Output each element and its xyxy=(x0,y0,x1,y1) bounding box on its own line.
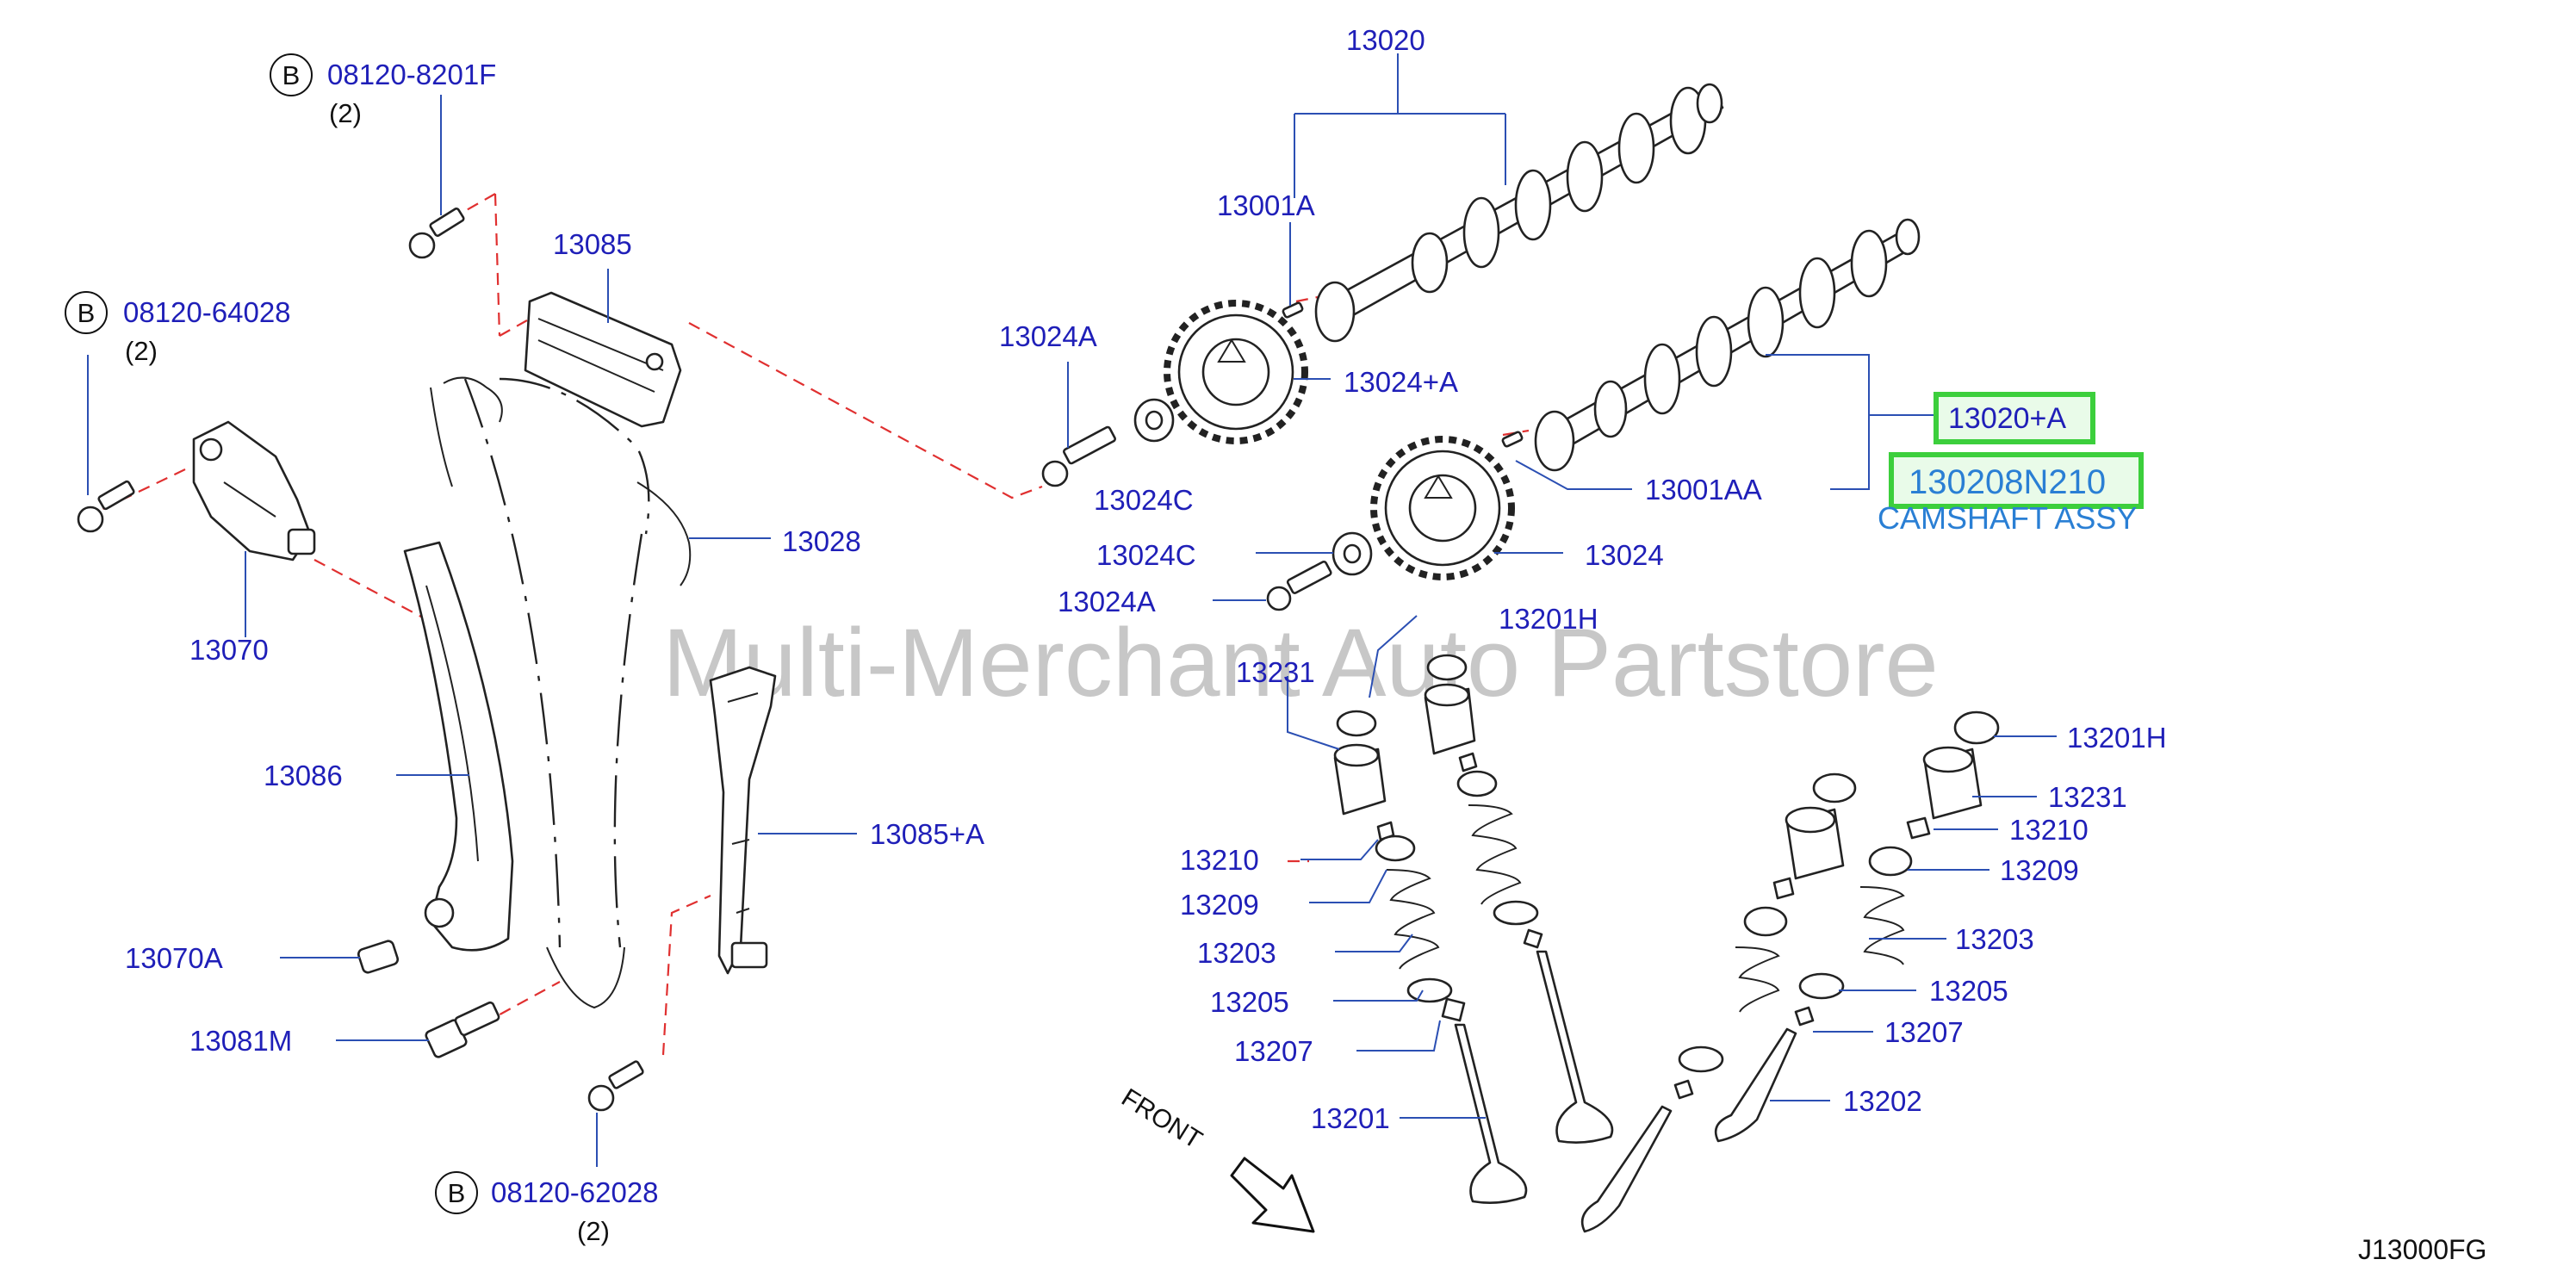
bolt-13024a-lower-part xyxy=(1266,560,1332,611)
callout-13205-left[interactable]: 13205 xyxy=(1210,986,1289,1018)
chain-tensioner-part xyxy=(192,420,316,561)
highlight-boxes xyxy=(1889,392,2144,509)
callout-13001AA[interactable]: 13001AA xyxy=(1645,474,1762,506)
washer-13024c-upper-part xyxy=(1133,398,1175,443)
callout-13070[interactable]: 13070 xyxy=(189,634,269,666)
callout-13028[interactable]: 13028 xyxy=(782,525,861,557)
callout-13207-right[interactable]: 13207 xyxy=(1884,1016,1964,1048)
tension-guide-part xyxy=(709,666,777,975)
callout-13201H-right[interactable]: 13201H xyxy=(2067,722,2167,754)
bolt-b1-quantity: (2) xyxy=(329,98,362,128)
bolt-b2-part-number[interactable]: 08120-64028 xyxy=(123,296,291,328)
callout-13081M[interactable]: 13081M xyxy=(189,1025,292,1057)
callout-13024A-upper[interactable]: 13024A xyxy=(999,320,1097,352)
callout-13020pA[interactable]: 13020+A xyxy=(1948,402,2066,435)
bolt-08120-8201f-part xyxy=(408,207,465,259)
callout-13201[interactable]: 13201 xyxy=(1311,1102,1390,1134)
callout-13020[interactable]: 13020 xyxy=(1346,24,1425,56)
callout-13085pA[interactable]: 13085+A xyxy=(870,818,984,850)
callout-13001A[interactable]: 13001A xyxy=(1217,189,1315,221)
callout-13085[interactable]: 13085 xyxy=(553,228,632,260)
callout-13202[interactable]: 13202 xyxy=(1843,1085,1922,1117)
callout-13024A-lower[interactable]: 13024A xyxy=(1058,586,1156,617)
front-direction-indicator: FRONT xyxy=(1116,1083,1315,1233)
callout-13024C-upper[interactable]: 13024C xyxy=(1094,484,1194,516)
callout-13070A[interactable]: 13070A xyxy=(125,942,223,974)
callout-13209-left[interactable]: 13209 xyxy=(1180,889,1259,921)
callout-13024pA[interactable]: 13024+A xyxy=(1344,366,1458,398)
camshaft-upper-part xyxy=(1314,83,1724,343)
bolt-b1-circle-letter: B xyxy=(282,60,301,90)
slack-guide-part xyxy=(403,541,514,952)
bolt-b3-quantity: (2) xyxy=(577,1216,610,1246)
callout-13086[interactable]: 13086 xyxy=(264,760,343,791)
callout-13203-right[interactable]: 13203 xyxy=(1955,923,2034,955)
highlight-box-130208N210 xyxy=(1889,452,2144,509)
camshaft-assy-caption: CAMSHAFT ASSY xyxy=(1878,500,2137,536)
callout-13209-right[interactable]: 13209 xyxy=(2000,854,2079,886)
plunger-13081m-part xyxy=(425,1001,500,1058)
upper-chain-guide-part xyxy=(524,291,682,428)
washer-13024c-lower-part xyxy=(1331,531,1373,576)
callout-13207-left[interactable]: 13207 xyxy=(1234,1035,1313,1067)
bolt-13024a-upper-part xyxy=(1041,425,1116,487)
watermark-text: Multi-Merchant Auto Partstore xyxy=(662,609,1938,717)
pin-13070a-part xyxy=(357,940,400,974)
valve-stack-right xyxy=(1714,710,2000,1143)
bolt-b2-circle-letter: B xyxy=(78,298,96,328)
callout-13201H-upper[interactable]: 13201H xyxy=(1499,603,1598,635)
callout-13210-right[interactable]: 13210 xyxy=(2009,814,2089,846)
callout-13024[interactable]: 13024 xyxy=(1585,539,1664,571)
camshaft-lower-part xyxy=(1534,218,1921,472)
bolt-b3-part-number[interactable]: 08120-62028 xyxy=(491,1176,659,1208)
valve-stack-center xyxy=(1424,654,1614,1144)
bolt-b2-quantity: (2) xyxy=(125,336,158,366)
callout-13231-left[interactable]: 13231 xyxy=(1236,656,1315,688)
bolt-b1-part-number[interactable]: 08120-8201F xyxy=(327,59,496,90)
front-label: FRONT xyxy=(1116,1083,1207,1155)
valve-stack-far-right xyxy=(1580,772,1857,1233)
sprocket-lower-part xyxy=(1370,436,1515,580)
dowel-pins xyxy=(1282,301,1524,448)
bolt-08120-62028-part xyxy=(587,1060,644,1112)
callout-130208N210[interactable]: 130208N210 xyxy=(1909,463,2106,501)
bolt-08120-64028-part xyxy=(77,480,135,533)
highlight-box-13020pA xyxy=(1934,392,2095,444)
callout-13203-left[interactable]: 13203 xyxy=(1197,937,1276,969)
bolt-callout-circles xyxy=(65,53,478,1214)
callout-13205-right[interactable]: 13205 xyxy=(1929,975,2008,1007)
callout-13210-left[interactable]: 13210 xyxy=(1180,844,1259,876)
callout-13024C-lower[interactable]: 13024C xyxy=(1096,539,1196,571)
bolt-b3-circle-letter: B xyxy=(448,1178,466,1208)
sprocket-upper-part xyxy=(1164,300,1308,444)
front-arrow-icon xyxy=(1230,1157,1315,1233)
valve-stack-left xyxy=(1333,710,1528,1204)
timing-chain xyxy=(430,376,692,1009)
diagram-reference-code: J13000FG xyxy=(2358,1234,2486,1265)
callout-13231-right[interactable]: 13231 xyxy=(2048,781,2127,813)
leader-lines xyxy=(87,53,2057,1167)
